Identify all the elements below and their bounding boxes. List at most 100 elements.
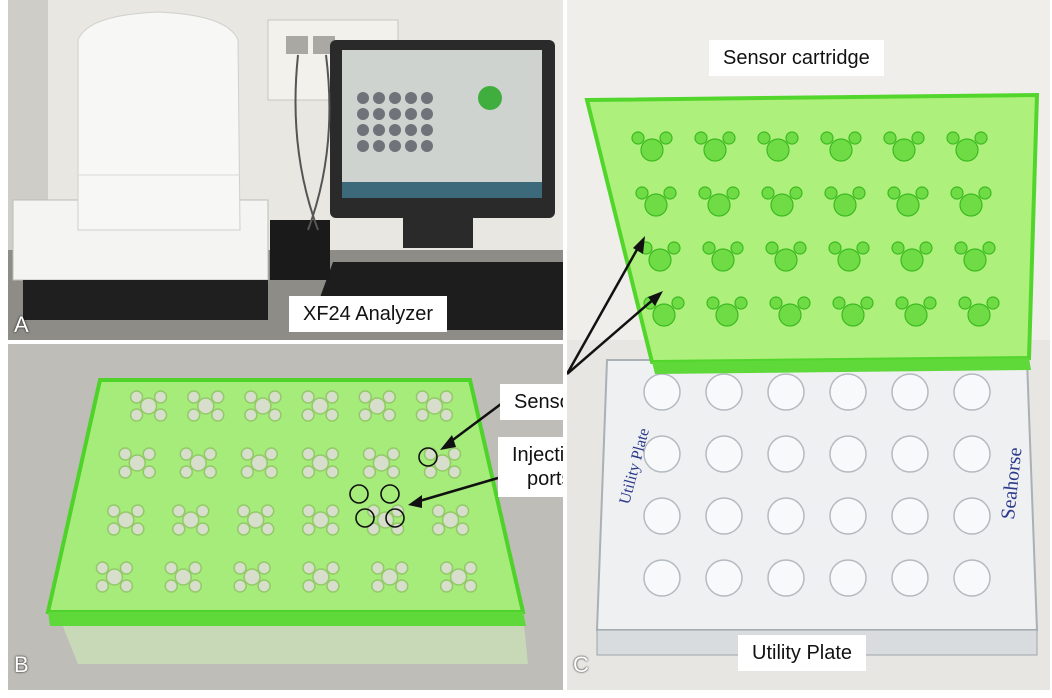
sensor-probe	[959, 193, 983, 217]
sensor-probe	[955, 138, 979, 162]
utility-plate-well	[829, 559, 867, 597]
well-center	[311, 511, 330, 529]
injection-port	[164, 561, 178, 575]
sensor-probe	[640, 138, 664, 162]
utility-plate-well	[829, 435, 867, 473]
utility-plate-well	[705, 497, 743, 535]
well-center	[197, 397, 215, 415]
sensors-label: Sensors	[500, 384, 563, 420]
injection-port	[382, 408, 396, 422]
injection-port	[268, 408, 282, 422]
injection-port	[366, 522, 381, 536]
utility-plate-well	[891, 559, 929, 597]
injection-port	[431, 504, 446, 518]
panel-letter-a: A	[14, 312, 29, 337]
utility-plate-well	[829, 373, 867, 411]
sensor-probe	[770, 193, 794, 217]
injection-port	[264, 447, 279, 461]
sensor-port	[765, 241, 779, 255]
injection-port	[325, 408, 339, 422]
injection-port	[107, 522, 121, 536]
sensor-port	[887, 186, 901, 200]
sensor-port	[860, 296, 874, 310]
injection-port	[95, 579, 110, 593]
injection-port	[203, 447, 217, 461]
injection-port	[188, 561, 202, 575]
well-center	[312, 568, 330, 586]
injection-port	[260, 504, 275, 518]
injection-port	[455, 504, 470, 518]
injection-ports-line2: ports	[527, 468, 563, 490]
sensor-port	[769, 296, 783, 310]
sensor-port	[824, 186, 838, 200]
injection-port	[326, 561, 340, 575]
sensor-port	[883, 131, 897, 145]
sensor-port	[722, 131, 736, 145]
utility-plate-well	[767, 559, 805, 597]
injection-ports-label: Injection ports	[498, 437, 563, 497]
injection-port	[118, 465, 132, 479]
injection-port	[463, 561, 478, 575]
injection-port	[142, 465, 156, 479]
sensor-probe	[711, 248, 735, 272]
sensor-port	[856, 241, 870, 255]
utility-plate-well	[643, 497, 681, 535]
sensor-probe	[837, 248, 861, 272]
well-center	[139, 397, 158, 415]
sensor-port	[789, 186, 803, 200]
injection-port	[415, 408, 430, 422]
sensor-probe	[900, 248, 924, 272]
well-center	[174, 568, 192, 586]
utility-plate-well	[891, 373, 929, 411]
utility-plate-well	[705, 559, 743, 597]
sensor-probe	[963, 248, 987, 272]
cartridge-top-scene	[8, 344, 563, 690]
well-center	[381, 568, 399, 586]
injection-port	[164, 579, 178, 593]
injection-port	[240, 447, 255, 461]
injection-port	[257, 561, 271, 575]
sensor-port	[730, 241, 744, 255]
injection-port	[129, 408, 144, 422]
well-center	[254, 397, 272, 415]
injection-port	[179, 447, 193, 461]
injection-port	[119, 579, 134, 593]
utility-plate-well	[891, 435, 929, 473]
well-center	[441, 511, 460, 529]
sensor-probe	[778, 303, 802, 327]
utility-plate-well	[953, 559, 991, 597]
injection-port	[153, 408, 168, 422]
sensor-port	[911, 131, 925, 145]
injection-port	[187, 408, 201, 422]
injection-port	[326, 579, 340, 593]
sensor-port	[915, 186, 929, 200]
sensor-probe	[967, 303, 991, 327]
injection-port	[358, 408, 372, 422]
injection-port	[423, 447, 438, 461]
cartridge-utility-scene: Utility Plate Seahorse	[567, 0, 1050, 690]
well-center	[246, 511, 265, 529]
injection-port	[236, 522, 251, 536]
injection-port	[95, 561, 110, 575]
injection-port	[386, 465, 401, 479]
injection-port	[301, 408, 315, 422]
sensor-probe	[707, 193, 731, 217]
well-center	[189, 454, 207, 472]
sensor-port	[891, 241, 905, 255]
sensor-port	[734, 296, 748, 310]
utility-plate-well	[705, 435, 743, 473]
injection-port	[301, 504, 316, 518]
injection-port	[382, 390, 396, 404]
sensor-probe	[892, 138, 916, 162]
sensor-port	[659, 131, 673, 145]
injection-port	[325, 465, 340, 479]
sensor-probe	[774, 248, 798, 272]
utility-plate-well	[891, 497, 929, 535]
utility-plate-well	[643, 373, 681, 411]
injection-port	[172, 504, 186, 518]
sensor-port	[950, 186, 964, 200]
panel-c-cartridge-and-plate-photo: Utility Plate Seahorse Sensor cartridge …	[567, 0, 1050, 690]
sensor-port	[671, 296, 685, 310]
injection-port	[118, 447, 132, 461]
utility-plate-well	[643, 559, 681, 597]
